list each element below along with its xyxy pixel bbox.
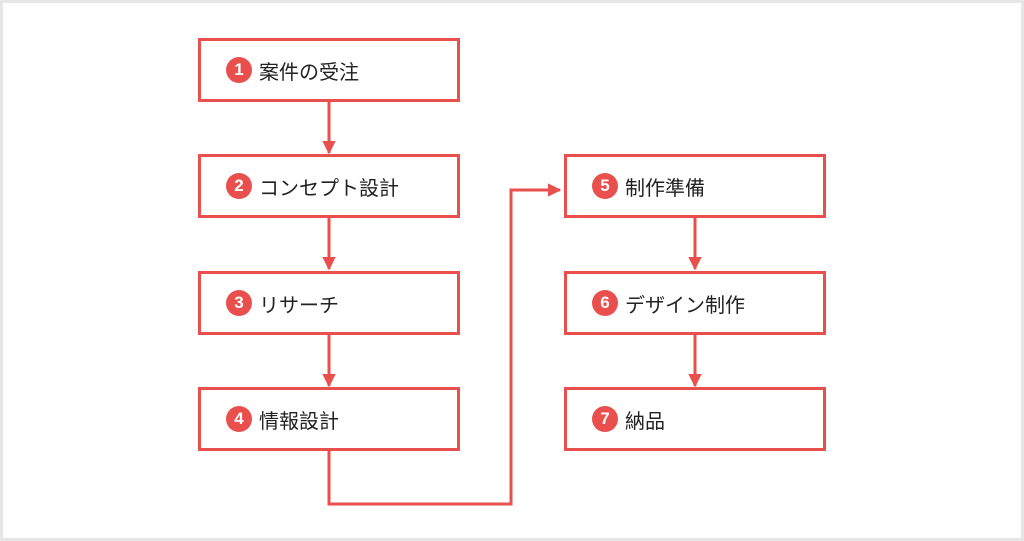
step-6: 6 デザイン制作 [564,271,826,335]
arrow-4-to-5 [327,183,562,506]
step-2: 2 コンセプト設計 [198,154,460,218]
step-label: 情報設計 [259,408,339,433]
step-number-badge: 6 [592,290,618,316]
step-number-badge: 3 [226,290,252,316]
step-3: 3 リサーチ [198,271,460,335]
step-label: 案件の受注 [259,59,359,84]
step-label: 制作準備 [625,175,705,200]
step-number-badge: 4 [226,406,252,432]
step-1: 1 案件の受注 [198,38,460,102]
step-label: 納品 [625,408,665,433]
step-7: 7 納品 [564,387,826,451]
step-number-badge: 1 [226,57,252,83]
step-label: コンセプト設計 [259,175,399,200]
step-number-badge: 2 [226,173,252,199]
step-4: 4 情報設計 [198,387,460,451]
step-label: デザイン制作 [625,292,745,317]
step-label: リサーチ [259,292,339,317]
step-number-badge: 5 [592,173,618,199]
step-number-badge: 7 [592,406,618,432]
step-5: 5 制作準備 [564,154,826,218]
flow-connectors [322,102,702,506]
